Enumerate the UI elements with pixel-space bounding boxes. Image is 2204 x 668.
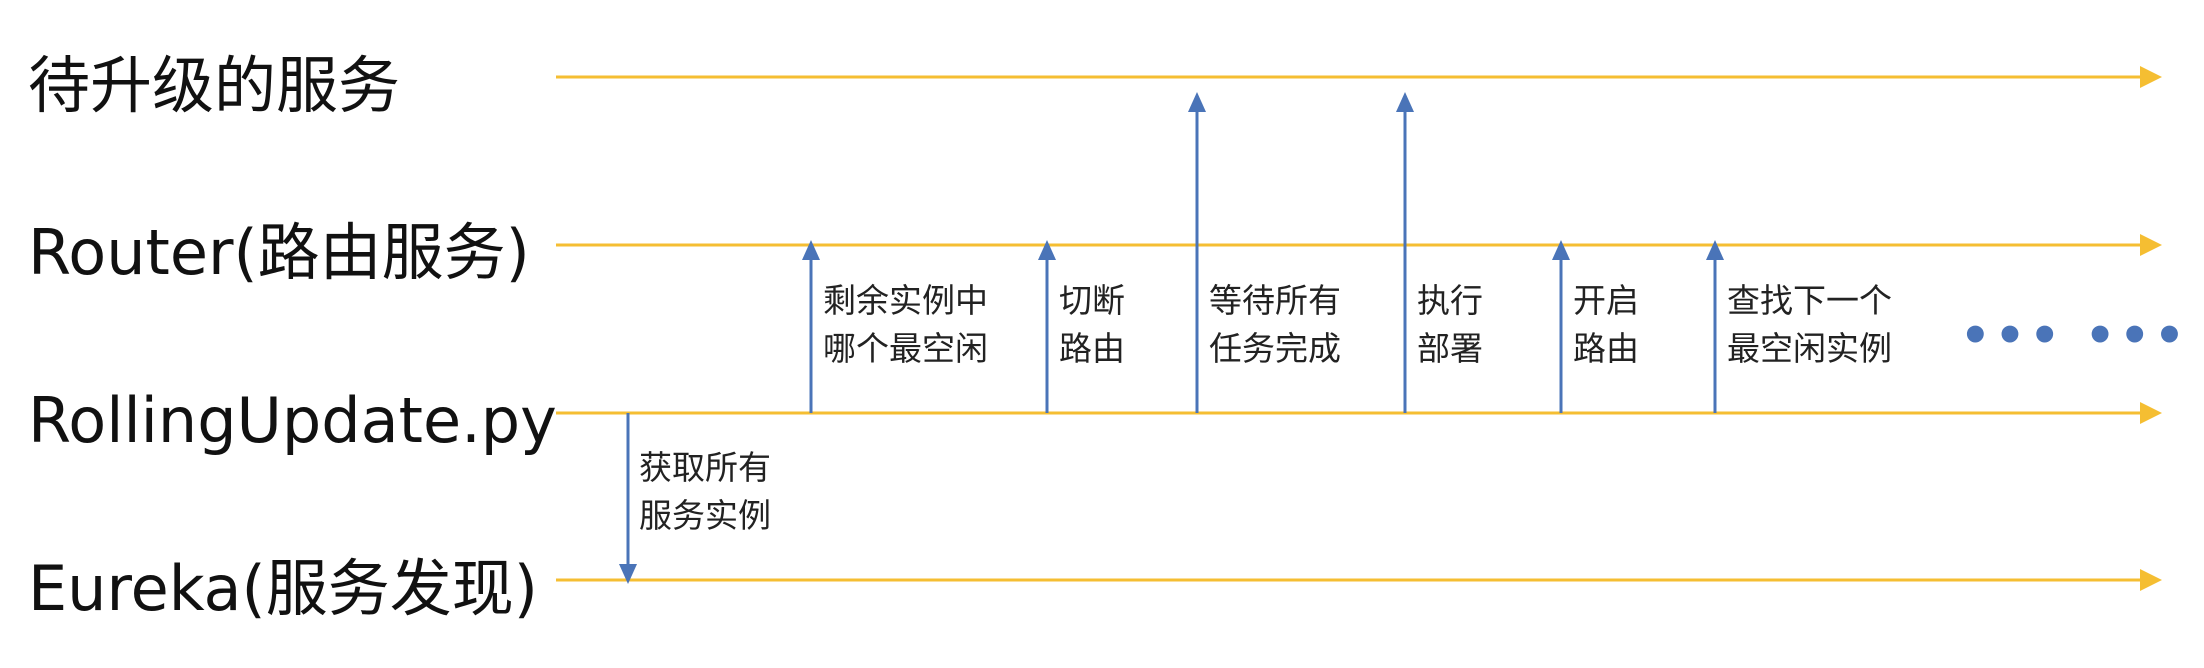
- step-label-line: 任务完成: [1209, 329, 1341, 368]
- arrow-step-deploy: [1396, 92, 1414, 413]
- arrow-step-get-instances: [619, 413, 637, 584]
- step-label-open-route: 开启 路由: [1573, 277, 1639, 373]
- timeline-router: [556, 234, 2162, 256]
- step-label-line: 等待所有: [1209, 281, 1341, 320]
- timeline-rollingupdate: [556, 402, 2162, 424]
- step-label-line: 切断: [1059, 281, 1125, 320]
- step-label-line: 路由: [1573, 329, 1639, 368]
- step-label-line: 哪个最空闲: [823, 329, 988, 368]
- timeline-eureka: [556, 569, 2162, 591]
- step-label-get-instances: 获取所有 服务实例: [639, 444, 771, 540]
- lane-label-rollingupdate: RollingUpdate.py: [28, 384, 557, 457]
- arrow-step-find-idle: [802, 240, 820, 413]
- step-label-line: 路由: [1059, 329, 1125, 368]
- arrow-step-wait-tasks: [1188, 92, 1206, 413]
- step-label-line: 部署: [1417, 329, 1483, 368]
- step-label-line: 最空闲实例: [1727, 329, 1892, 368]
- step-label-find-idle: 剩余实例中 哪个最空闲: [823, 277, 988, 373]
- arrow-step-find-next: [1706, 240, 1724, 413]
- arrow-step-cut-route: [1038, 240, 1056, 413]
- step-label-cut-route: 切断 路由: [1059, 277, 1125, 373]
- step-label-line: 查找下一个: [1727, 281, 1892, 320]
- step-label-line: 服务实例: [639, 496, 771, 535]
- step-label-line: 开启: [1573, 281, 1639, 320]
- continuation-ellipsis: ••• •••: [1960, 308, 2189, 364]
- lane-label-eureka: Eureka(服务发现): [28, 552, 538, 625]
- step-label-line: 剩余实例中: [823, 281, 988, 320]
- timeline-service: [556, 66, 2162, 88]
- arrow-step-open-route: [1552, 240, 1570, 413]
- lane-label-service: 待升级的服务: [28, 49, 401, 122]
- step-label-deploy: 执行 部署: [1417, 277, 1483, 373]
- step-label-line: 执行: [1417, 281, 1483, 320]
- step-label-line: 获取所有: [639, 448, 771, 487]
- step-label-find-next: 查找下一个 最空闲实例: [1727, 277, 1892, 373]
- lane-label-router: Router(路由服务): [28, 216, 530, 289]
- step-label-wait-tasks: 等待所有 任务完成: [1209, 277, 1341, 373]
